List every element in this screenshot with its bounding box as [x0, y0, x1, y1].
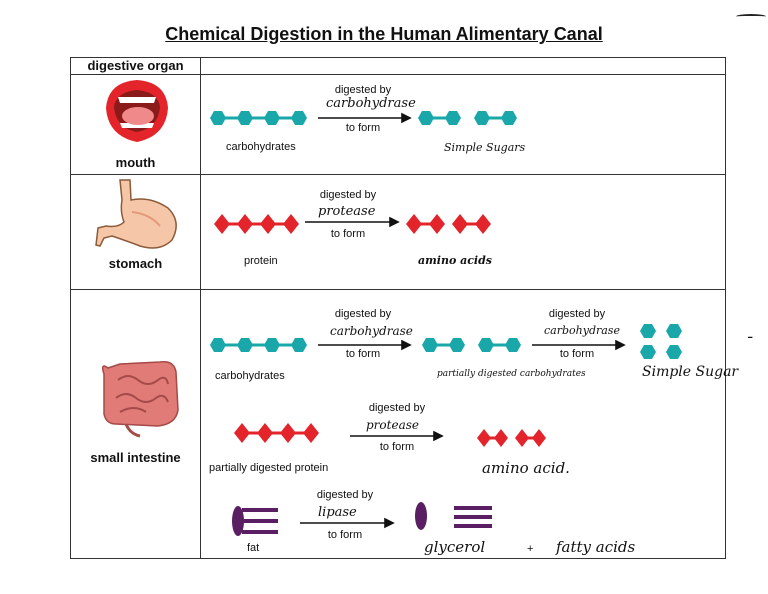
- enzyme-answer: protease: [318, 204, 376, 219]
- substrate-label: fat: [247, 542, 260, 554]
- table-divider: [200, 57, 201, 559]
- enzyme-answer: protease: [366, 418, 419, 432]
- table-divider: [70, 74, 726, 75]
- digested-by-label: digested by: [319, 189, 377, 201]
- amino-acid-pairs: [477, 429, 546, 447]
- product-answer: amino acid.: [482, 459, 570, 477]
- disaccharide-pair: [418, 111, 517, 125]
- substrate-label: partially digested protein: [209, 462, 329, 474]
- enzyme-answer: carbohydrase: [544, 324, 620, 337]
- to-form-label: to form: [345, 348, 381, 360]
- to-form-label: to form: [559, 348, 595, 360]
- amino-acid-pairs: [406, 214, 491, 234]
- table-divider: [70, 174, 726, 175]
- digested-by-label: digested by: [334, 84, 392, 96]
- to-form-label: to form: [379, 441, 415, 453]
- to-form-label: to form: [330, 228, 366, 240]
- substrate-label: carbohydrates: [226, 141, 296, 153]
- organ-label-stomach: stomach: [108, 256, 163, 271]
- pen-mark-stray: ـ: [748, 326, 753, 342]
- enzyme-answer: carbohydrase: [330, 324, 413, 338]
- digestion-table: [70, 57, 726, 559]
- plus-sign: +: [527, 543, 534, 555]
- stomach-illustration: [95, 179, 177, 249]
- page-title: Chemical Digestion in the Human Alimenta…: [165, 24, 603, 44]
- fatty-acids: [454, 506, 492, 528]
- digested-by-label: digested by: [368, 402, 426, 414]
- enzyme-answer: lipase: [318, 505, 357, 520]
- organ-column-header: digestive organ: [87, 58, 184, 73]
- carbohydrate-chain: [210, 338, 307, 352]
- monosaccharides: [640, 324, 682, 359]
- substrate-label: carbohydrates: [215, 370, 285, 382]
- mouth-illustration: [106, 80, 168, 142]
- small-intestine-illustration: [101, 360, 179, 438]
- digested-by-label: digested by: [334, 308, 392, 320]
- protein-chain: [234, 423, 319, 443]
- product-answer: Simple Sugars: [444, 141, 526, 154]
- intermediate-answer: partially digested carbohydrates: [437, 369, 586, 379]
- glycerol: [415, 502, 427, 530]
- substrate-label: protein: [244, 255, 278, 267]
- organ-label-mouth: mouth: [115, 155, 156, 170]
- product-answer-fatty-acids: fatty acids: [556, 538, 636, 556]
- arrow-right-icon: [300, 112, 626, 529]
- to-form-label: to form: [327, 529, 363, 541]
- product-answer: amino acids: [418, 254, 492, 267]
- carbohydrate-chain: [210, 111, 307, 125]
- digested-by-label: digested by: [316, 489, 374, 501]
- organ-label-small-intestine: small intestine: [90, 450, 181, 465]
- protein-chain: [214, 214, 299, 234]
- product-answer-glycerol: glycerol: [424, 538, 486, 556]
- table-divider: [70, 289, 726, 290]
- product-answer: Simple Sugar: [642, 364, 739, 380]
- disaccharide-pair: [422, 338, 521, 352]
- pen-mark: [736, 14, 766, 19]
- fat-molecule: [232, 506, 278, 536]
- to-form-label: to form: [345, 122, 381, 134]
- enzyme-answer: carbohydrase: [326, 96, 416, 111]
- digested-by-label: digested by: [548, 308, 606, 320]
